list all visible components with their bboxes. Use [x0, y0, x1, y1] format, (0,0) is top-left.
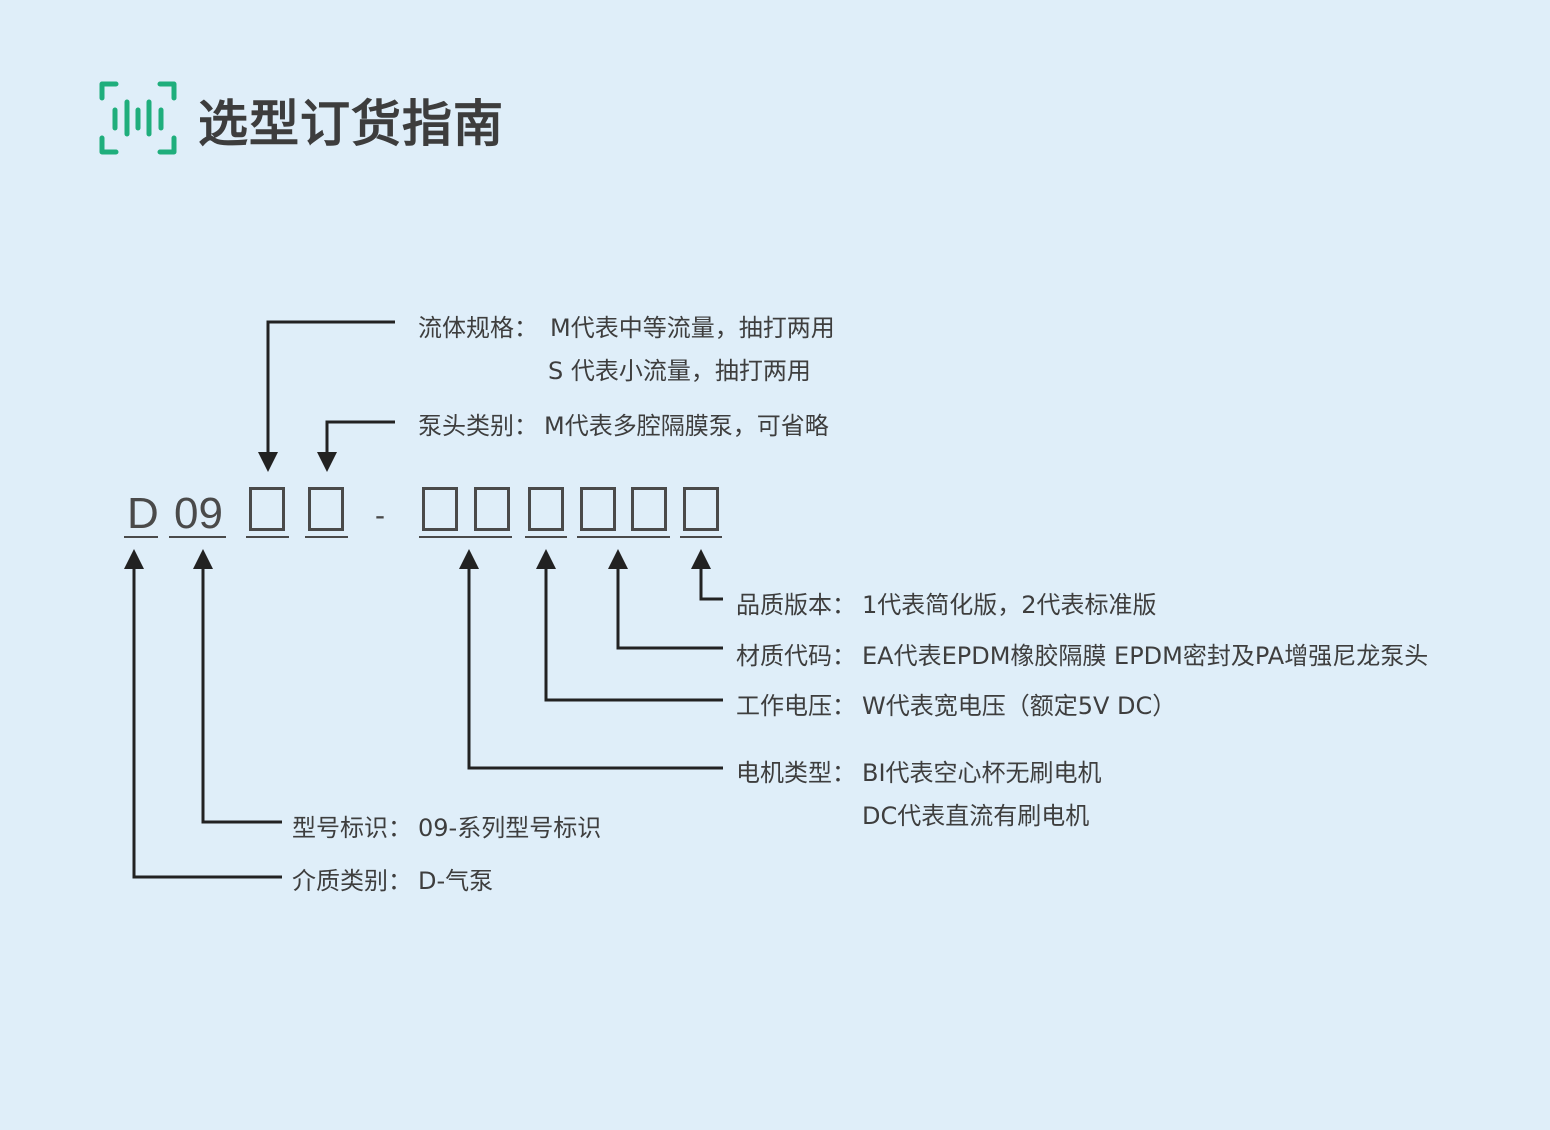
annotation-quality-label: 品质版本： [736, 591, 856, 619]
arrow-flow [258, 452, 278, 472]
code-letter-d: D [127, 489, 159, 538]
annotation-medium: 介质类别：D-气泵 [292, 864, 493, 898]
underline-d [124, 536, 158, 538]
arrow-model [193, 549, 213, 569]
annotation-quality: 品质版本：1代表简化版，2代表标准版 [736, 588, 1157, 622]
code-box-material-2 [631, 487, 667, 531]
annotation-quality-value: 1代表简化版，2代表标准版 [862, 591, 1157, 619]
underline-series [169, 536, 226, 538]
page-title: 选型订货指南 [198, 95, 504, 153]
code-box-motor-1 [422, 487, 458, 531]
underline-flow [246, 536, 289, 538]
arrow-medium [124, 549, 144, 569]
arrow-pump-head [317, 452, 337, 472]
annotation-material-value: EA代表EPDM橡胶隔膜 EPDM密封及PA增强尼龙泵头 [862, 642, 1429, 670]
code-box-motor-2 [474, 487, 510, 531]
arrow-material [608, 549, 628, 569]
annotation-material: 材质代码：EA代表EPDM橡胶隔膜 EPDM密封及PA增强尼龙泵头 [736, 639, 1428, 673]
underline-material [577, 536, 670, 538]
connector-motor [467, 566, 723, 770]
annotation-pump-head-value: M代表多腔隔膜泵，可省略 [544, 412, 829, 440]
code-box-material-1 [580, 487, 616, 531]
annotation-model: 型号标识：09-系列型号标识 [292, 811, 601, 845]
code-box-quality [683, 487, 719, 531]
annotation-motor: 电机类型：BI代表空心杯无刷电机 [736, 756, 1102, 790]
arrow-voltage [536, 549, 556, 569]
annotation-flow: 流体规格： M代表中等流量，抽打两用 [418, 311, 835, 345]
annotation-flow-line2: S 代表小流量，抽打两用 [548, 357, 811, 385]
underline-voltage [525, 536, 567, 538]
barcode-scan-icon [99, 81, 177, 155]
annotation-model-label: 型号标识： [292, 814, 412, 842]
underline-quality [680, 536, 722, 538]
connector-flow [266, 320, 395, 455]
underline-pump-head [305, 536, 348, 538]
connector-material [616, 566, 723, 650]
annotation-voltage-value: W代表宽电压（额定5V DC） [862, 692, 1177, 720]
arrow-motor [459, 549, 479, 569]
connector-model [201, 566, 282, 824]
annotation-flow-label: 流体规格： [418, 314, 538, 342]
annotation-material-label: 材质代码： [736, 642, 856, 670]
annotation-model-value: 09-系列型号标识 [418, 814, 602, 842]
underline-motor [419, 536, 512, 538]
connector-voltage [544, 566, 723, 702]
code-box-flow [249, 487, 285, 531]
code-box-pump-head [308, 487, 344, 531]
annotation-motor-line1: BI代表空心杯无刷电机 [862, 759, 1102, 787]
annotation-voltage: 工作电压：W代表宽电压（额定5V DC） [736, 689, 1176, 723]
annotation-motor-line2: DC代表直流有刷电机 [862, 802, 1090, 830]
connector-pump-head [325, 420, 395, 455]
code-dash: - [375, 499, 385, 532]
annotation-voltage-label: 工作电压： [736, 692, 856, 720]
code-box-voltage [528, 487, 564, 531]
annotation-flow-line1: M代表中等流量，抽打两用 [550, 314, 835, 342]
annotation-motor-label: 电机类型： [736, 759, 856, 787]
annotation-pump-head-label: 泵头类别： [418, 412, 538, 440]
arrow-quality [691, 549, 711, 569]
annotation-medium-label: 介质类别： [292, 867, 412, 895]
connector-medium [132, 566, 282, 879]
annotation-pump-head: 泵头类别：M代表多腔隔膜泵，可省略 [418, 409, 829, 443]
annotation-medium-value: D-气泵 [418, 867, 494, 895]
code-series: 09 [174, 489, 223, 538]
connector-quality [699, 566, 723, 601]
